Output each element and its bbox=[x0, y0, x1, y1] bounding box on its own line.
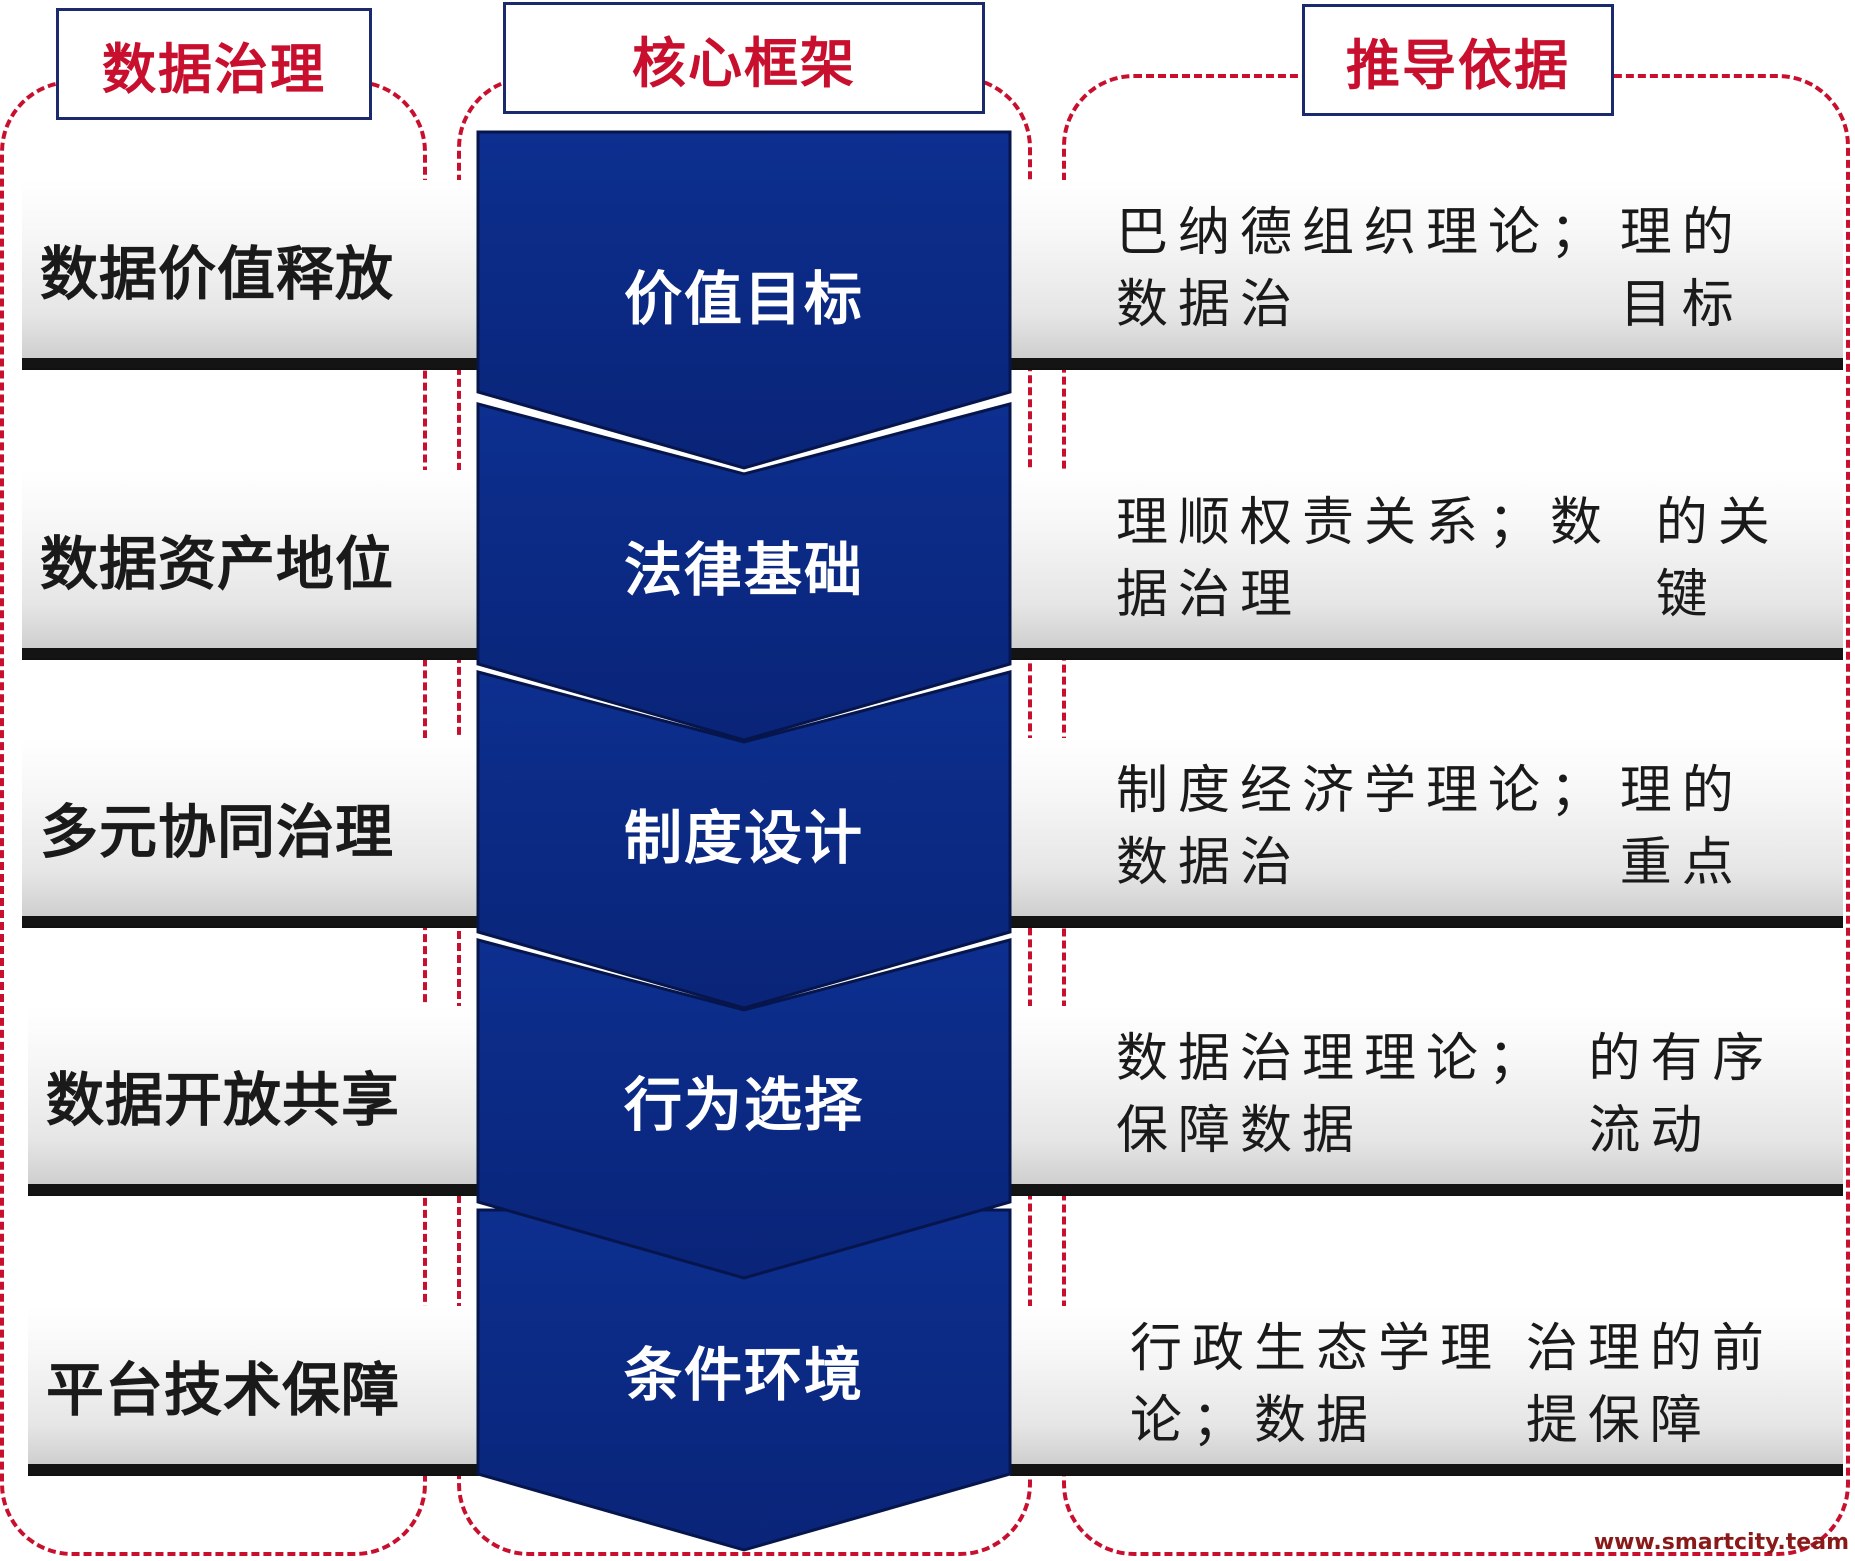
left-bar-1: 数据价值释放 bbox=[22, 180, 492, 368]
right-bar-4-line2: 的有序流动 bbox=[1588, 1029, 1775, 1161]
right-bar-5: 行政生态学理论；数据 治理的前提保障 bbox=[1010, 1306, 1843, 1474]
chevron-3 bbox=[476, 670, 1012, 1010]
flow-label-2: 法律基础 bbox=[623, 536, 864, 604]
watermark-text: www.smartcity.team bbox=[1593, 1530, 1849, 1555]
right-bar-4-line1: 数据治理理论；保障数据 bbox=[1116, 1029, 1551, 1161]
right-bar-2-line1: 理顺权责关系；数据治理 bbox=[1116, 493, 1613, 625]
flow-label-3: 制度设计 bbox=[623, 804, 864, 872]
chevron-2 bbox=[476, 402, 1012, 742]
right-bar-1-line1: 巴纳德组织理论；数据治 bbox=[1116, 203, 1613, 335]
flow-label-1: 价值目标 bbox=[623, 265, 864, 333]
flow-label-5: 条件环境 bbox=[623, 1341, 864, 1409]
left-bar-5: 平台技术保障 bbox=[28, 1306, 498, 1474]
right-bar-2: 理顺权责关系；数据治理 的关键 bbox=[1010, 470, 1843, 658]
right-bar-4: 数据治理理论；保障数据 的有序流动 bbox=[1010, 1006, 1843, 1194]
header-data-governance: 数据治理 bbox=[56, 8, 372, 120]
chevron-1 bbox=[476, 130, 1012, 470]
left-bar-2: 数据资产地位 bbox=[22, 470, 492, 658]
header-core-framework: 核心框架 bbox=[503, 2, 985, 114]
right-bar-1: 巴纳德组织理论；数据治 理的目标 bbox=[1010, 180, 1843, 368]
left-bar-4: 数据开放共享 bbox=[28, 1006, 498, 1194]
chevron-4 bbox=[476, 938, 1012, 1280]
right-bar-5-line2: 治理的前提保障 bbox=[1525, 1319, 1774, 1451]
left-bar-3: 多元协同治理 bbox=[22, 738, 492, 926]
right-bar-2-line2: 的关键 bbox=[1655, 493, 1780, 625]
right-bar-3: 制度经济学理论；数据治 理的重点 bbox=[1010, 738, 1843, 926]
flow-label-4: 行为选择 bbox=[623, 1071, 864, 1139]
right-bar-5-line1: 行政生态学理论；数据 bbox=[1130, 1319, 1503, 1451]
right-bar-3-line2: 理的重点 bbox=[1619, 761, 1744, 893]
header-derivation-basis: 推导依据 bbox=[1302, 4, 1614, 116]
right-bar-1-line2: 理的目标 bbox=[1619, 203, 1744, 335]
right-bar-3-line1: 制度经济学理论；数据治 bbox=[1116, 761, 1613, 893]
